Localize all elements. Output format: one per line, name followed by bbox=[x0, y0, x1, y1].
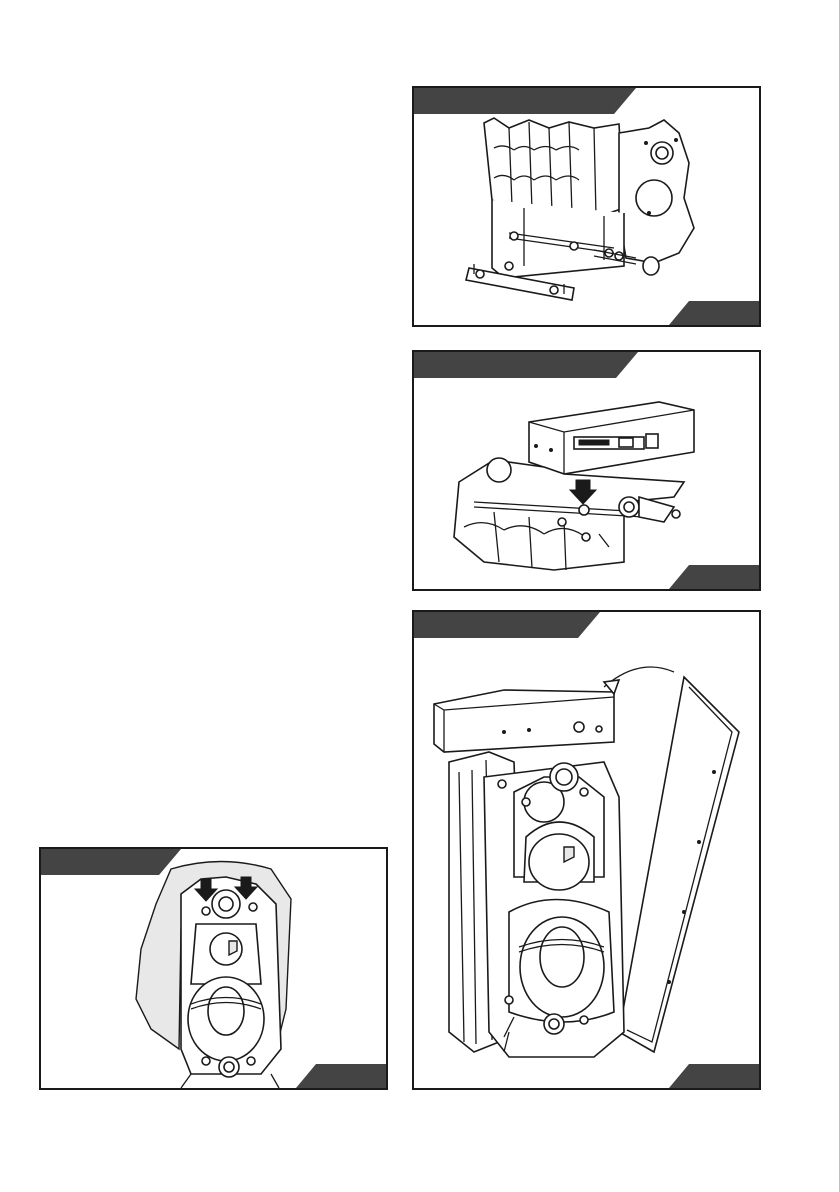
control-box-illustration bbox=[414, 352, 759, 589]
figure-number bbox=[689, 1069, 699, 1084]
figure-number bbox=[689, 570, 699, 585]
figure-side-panel-assembly bbox=[412, 610, 761, 1090]
figure-control-box bbox=[412, 350, 761, 591]
side-panel-assembly-illustration bbox=[414, 612, 759, 1088]
figure-number-tag bbox=[316, 1064, 386, 1088]
figure-insulation-front bbox=[39, 847, 388, 1090]
figure-number bbox=[689, 306, 699, 321]
figure-number bbox=[316, 1069, 326, 1084]
figure-number-tag bbox=[689, 565, 759, 589]
figure-number-tag bbox=[689, 301, 759, 325]
figure-number-tag bbox=[689, 1064, 759, 1088]
insulation-front-illustration bbox=[41, 849, 386, 1088]
figure-boiler-sections bbox=[412, 86, 761, 327]
boiler-sections-illustration bbox=[414, 88, 759, 325]
